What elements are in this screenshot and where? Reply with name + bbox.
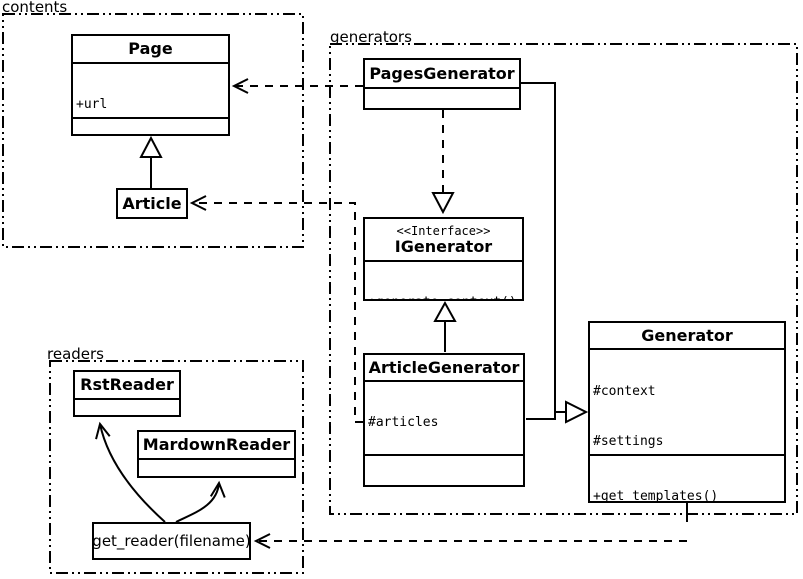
class-pagesgenerator-title: PagesGenerator	[369, 63, 515, 83]
class-igenerator-name: IGenerator	[394, 236, 493, 256]
package-readers-border	[49, 360, 304, 574]
function-get-reader: get_reader(filename)	[92, 522, 251, 560]
class-articlegenerator-title: ArticleGenerator	[368, 357, 520, 377]
package-label-generators: generators	[330, 28, 412, 46]
class-article-title: Article	[122, 193, 182, 213]
class-attribute: +url	[76, 97, 108, 112]
package-label-readers: readers	[47, 345, 104, 363]
dependency-generator-to-getreader	[253, 503, 688, 549]
class-rstreader: RstReader +read()	[73, 370, 181, 417]
call-getreader-to-rstreader	[95, 421, 166, 523]
class-rstreader-methods: +read()	[75, 398, 179, 415]
realization-pagesgenerator-to-igenerator	[431, 110, 455, 215]
class-articlegenerator-methods: +generate_feeds() +generate_pages()	[365, 454, 523, 485]
class-igenerator-title: <<Interface>> IGenerator	[365, 219, 522, 260]
class-attribute: #articles	[368, 415, 439, 430]
class-page-methods: +check_properties()	[73, 117, 228, 134]
class-generator-methods: +get_templates() +get_files(path,exclude…	[590, 454, 784, 501]
class-igenerator: <<Interface>> IGenerator +generate_conte…	[363, 217, 524, 301]
class-mardownreader-title: MardownReader	[142, 435, 291, 454]
generalization-generators-to-generator	[521, 82, 589, 424]
class-page-attributes: +url +slug +summary	[73, 62, 228, 117]
class-article: Article	[116, 188, 188, 219]
class-pagesgenerator-attributes: #pages	[365, 87, 519, 108]
class-page-title: Page	[128, 39, 173, 58]
package-generators-border	[329, 43, 798, 515]
class-method: +generate_context()	[368, 295, 519, 299]
class-rstreader-title: RstReader	[80, 375, 174, 394]
class-page: Page +url +slug +summary +check_properti…	[71, 34, 230, 136]
class-articlegenerator: ArticleGenerator #articles #dates #tags …	[363, 353, 525, 487]
generalization-article-to-page	[139, 135, 163, 188]
class-igenerator-stereotype: <<Interface>>	[396, 223, 491, 238]
call-getreader-to-mardownreader	[175, 480, 226, 523]
class-attribute: #settings	[593, 433, 664, 449]
class-igenerator-methods: +generate_context() +generate_output()	[365, 260, 522, 299]
class-mardownreader: MardownReader +read()	[137, 430, 296, 478]
class-attribute: #context	[593, 384, 656, 399]
class-mardownreader-methods: +read()	[139, 458, 294, 476]
class-articlegenerator-attributes: #articles #dates #tags #categories	[365, 380, 523, 454]
class-generator-attributes: #context #settings #path #theme #output_…	[590, 348, 784, 454]
class-generator-title: Generator	[641, 325, 733, 345]
class-pagesgenerator: PagesGenerator #pages	[363, 58, 521, 110]
class-method: +get_templates()	[593, 489, 719, 501]
package-label-contents: contents	[2, 0, 68, 16]
package-contents-border	[2, 13, 304, 248]
dependency-articlegenerator-to-article	[189, 195, 363, 423]
class-generator: Generator #context #settings #path #them…	[588, 321, 786, 503]
generalization-articlegenerator-to-igenerator	[433, 300, 457, 352]
